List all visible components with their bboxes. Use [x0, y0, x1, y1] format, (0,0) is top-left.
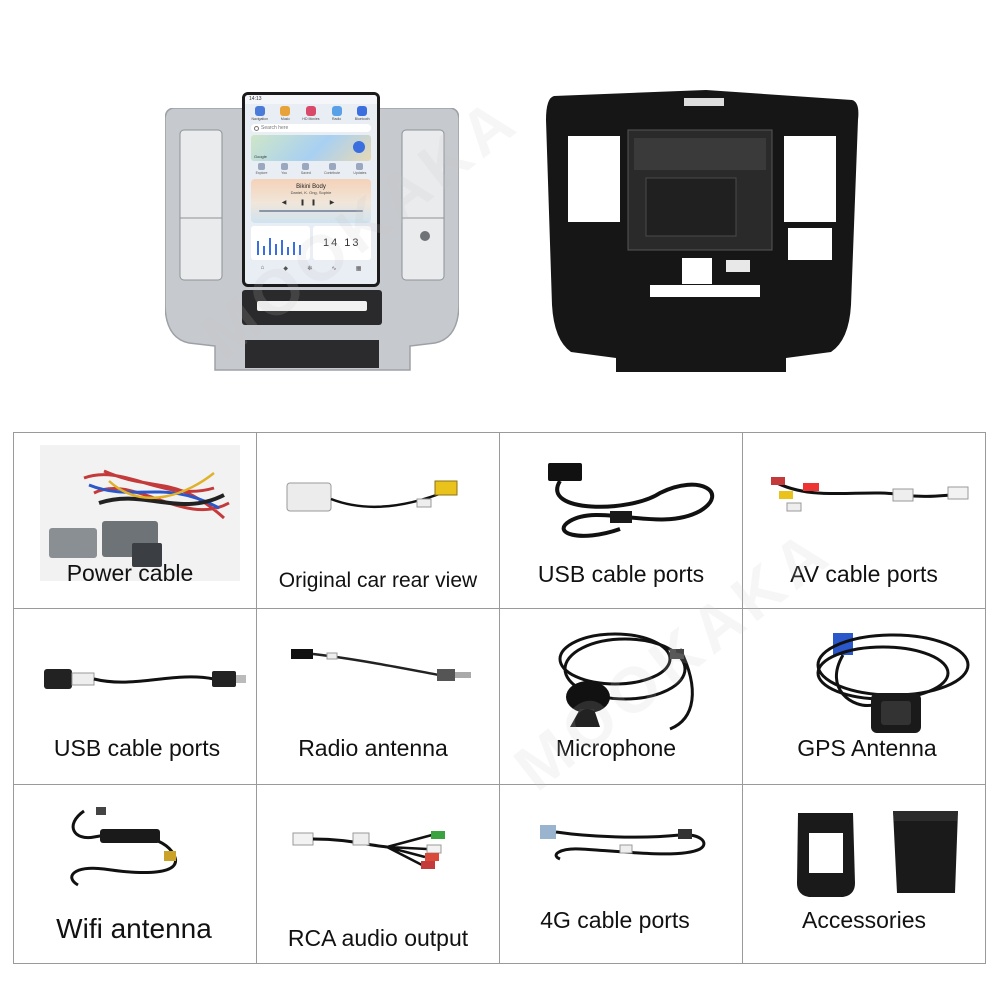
song-artist: Daniel, K. Ong, Sophie [290, 190, 332, 195]
item-label: Original car rear view [278, 569, 478, 592]
item-label: Radio antenna [298, 735, 448, 761]
grid-cell-accessories: Accessories [742, 784, 986, 964]
quick-explore: Explore [256, 163, 268, 175]
map-quick-tabs: Explore You Saved Contribute Updates [245, 161, 377, 177]
app-icon-radio: Radio [328, 106, 346, 121]
item-label: Wifi antenna [56, 913, 212, 944]
grid-cell-4g-cable: 4G cable ports [499, 784, 743, 964]
av-cable-icon [771, 477, 969, 512]
app-icon-music: Music [276, 106, 294, 121]
power-cable-icon [40, 445, 240, 581]
rear-view-cable-icon [286, 480, 458, 512]
wifi-antenna-icon [70, 807, 178, 887]
trim-accessories-icon [797, 811, 958, 897]
gps-antenna-icon [816, 633, 970, 733]
map-search-bar: Search here [251, 124, 371, 132]
4g-cable-icon [540, 825, 706, 861]
grid-cell-rear-view-cable: Original car rear view [256, 432, 500, 609]
radio-touchscreen: 14:13 Navigation Music HD Movies Radio B… [242, 92, 380, 287]
grid-cell-rca-audio: RCA audio output [256, 784, 500, 964]
music-widget: Bikini Body Daniel, K. Ong, Sophie ◀ ❚❚ … [251, 179, 371, 223]
grid-cell-usb-cable: USB cable ports [499, 432, 743, 609]
map-preview: Google [251, 135, 371, 161]
grid-cell-microphone: Microphone [499, 608, 743, 785]
grid-icon: ▦ [355, 266, 362, 272]
progress-bar [259, 210, 363, 212]
grid-cell-power-cable: Power cable [13, 432, 257, 609]
app-icon-bluetooth: Bluetooth [353, 106, 371, 121]
quick-saved: Saved [301, 163, 311, 175]
equalizer-widget [251, 226, 310, 260]
usb-cable-icon [548, 463, 715, 538]
item-label: Accessories [802, 907, 926, 933]
song-title: Bikini Body [296, 184, 326, 190]
item-label: RCA audio output [287, 925, 469, 951]
app-row: Navigation Music HD Movies Radio Bluetoo… [245, 104, 377, 121]
product-hero: 14:13 Navigation Music HD Movies Radio B… [0, 0, 1000, 420]
widget-row: 14 13 [251, 226, 371, 260]
grid-cell-radio-antenna: Radio antenna [256, 608, 500, 785]
curve-icon: ∿ [331, 266, 337, 272]
playback-controls-icon: ◀ ❚❚ ▶ [281, 200, 341, 206]
grid-cell-usb-extension: USB cable ports [13, 608, 257, 785]
microphone-icon [558, 632, 694, 731]
home-icon: ⌂ [260, 265, 265, 271]
status-bar-time: 14:13 [245, 95, 377, 104]
item-label: GPS Antenna [797, 735, 937, 761]
quick-updates: Updates [353, 163, 366, 175]
item-label: USB cable ports [53, 735, 221, 761]
app-icon-navigation: Navigation [251, 106, 269, 121]
grid-cell-wifi-antenna: Wifi antenna [13, 784, 257, 964]
map-brand: Google [254, 154, 267, 159]
nav-icon: ◆ [283, 266, 289, 272]
grid-cell-gps-antenna: GPS Antenna [742, 608, 986, 785]
fan-icon: ✻ [307, 266, 313, 272]
grid-cell-av-cable: AV cable ports [742, 432, 986, 609]
quick-you: You [281, 163, 288, 175]
back-panel-image [546, 90, 859, 372]
rca-cable-icon [292, 831, 445, 869]
item-label: USB cable ports [537, 561, 705, 587]
radio-antenna-cable-icon [291, 649, 471, 681]
accessory-grid: Power cable Original car rear view USB c… [13, 432, 986, 964]
quick-contribute: Contribute [324, 163, 340, 175]
app-icon-movies: HD Movies [302, 106, 320, 121]
item-label: Microphone [555, 735, 677, 761]
item-label: AV cable ports [790, 561, 938, 587]
dock-icons: ⌂ ◆ ✻ ∿ ▦ [245, 263, 377, 274]
usb-extension-cable-icon [44, 669, 246, 689]
item-label: Power cable [66, 560, 194, 586]
clock-widget: 14 13 [312, 226, 371, 260]
item-label: 4G cable ports [540, 907, 690, 933]
navigate-icon [353, 141, 365, 153]
